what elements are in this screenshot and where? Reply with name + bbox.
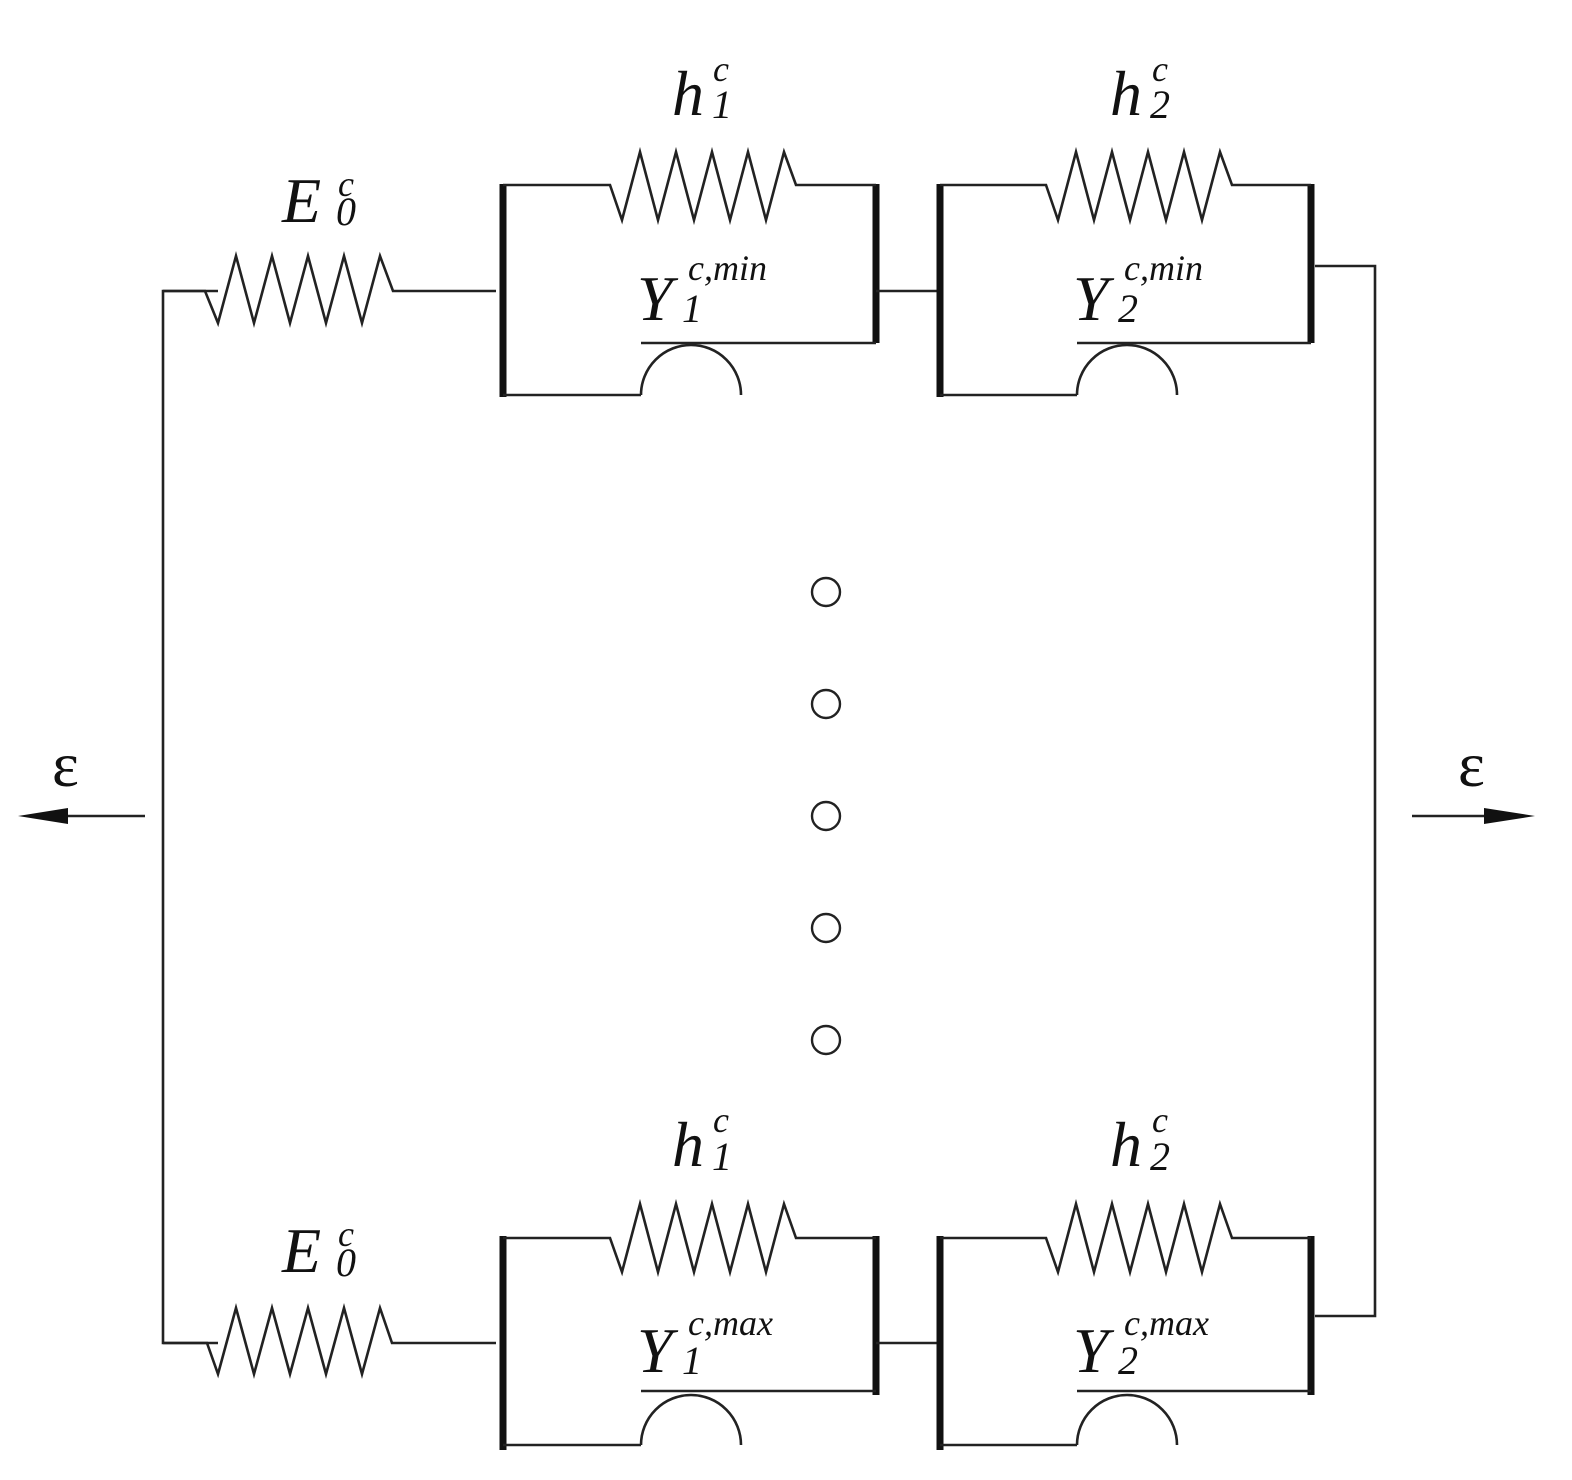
ellipsis-dot xyxy=(810,1024,842,1056)
bottom-branch xyxy=(163,1198,1315,1450)
top-h1-label: h c 1 xyxy=(672,49,732,129)
top-e0-spring xyxy=(163,250,496,329)
left-strain-arrow: ε xyxy=(18,729,145,824)
top-y1-sub: 1 xyxy=(682,286,702,331)
bot-h1-main: h xyxy=(672,1109,704,1180)
bot-h2-main: h xyxy=(1110,1109,1142,1180)
top-h2-main: h xyxy=(1110,58,1142,129)
top-h2-sub: 2 xyxy=(1150,82,1170,127)
bot-h2-sub: 2 xyxy=(1150,1134,1170,1179)
top-y1-label: Y c,min 1 xyxy=(637,248,767,334)
bot-y1-label: Y c,max 1 xyxy=(637,1303,773,1386)
bot-y1-sup: c,max xyxy=(688,1303,773,1343)
top-e0-sup: c xyxy=(338,164,354,204)
left-arrow-head xyxy=(18,808,68,824)
top-e0-sub: 0 xyxy=(336,189,356,234)
top-e0-label: E c 0 xyxy=(281,164,356,236)
bot-el1-slider xyxy=(639,1393,743,1446)
top-element-1 xyxy=(499,146,880,397)
top-element-2 xyxy=(936,146,1315,397)
top-h2-spring xyxy=(940,146,1311,226)
top-y1-sup: c,min xyxy=(688,248,767,288)
bot-y2-main: Y xyxy=(1073,1315,1115,1386)
left-epsilon-label: ε xyxy=(52,729,79,800)
right-arrow-head xyxy=(1484,808,1535,824)
right-strain-arrow: ε xyxy=(1412,729,1535,824)
right-epsilon-label: ε xyxy=(1458,729,1485,800)
top-el2-slider xyxy=(1075,343,1179,396)
bot-y2-label: Y c,max 2 xyxy=(1073,1303,1209,1386)
ellipsis-dots xyxy=(810,576,842,1056)
top-y1-main: Y xyxy=(637,263,679,334)
ellipsis-dot xyxy=(810,912,842,944)
ellipsis-dot xyxy=(810,688,842,720)
bot-e0-sub: 0 xyxy=(336,1240,356,1285)
bot-h1-spring xyxy=(503,1198,876,1278)
top-y2-sup: c,min xyxy=(1124,248,1203,288)
ellipsis-dot xyxy=(810,576,842,608)
right-frame-wire xyxy=(1315,264,1377,1318)
top-h2-sup: c xyxy=(1152,49,1168,89)
bot-e0-sup: c xyxy=(338,1214,354,1254)
bot-h1-sup: c xyxy=(713,1100,729,1140)
top-h2-label: h c 2 xyxy=(1110,49,1170,129)
top-branch xyxy=(163,146,1315,397)
bot-y1-sub: 1 xyxy=(682,1338,702,1383)
bot-y1-main: Y xyxy=(637,1315,679,1386)
bot-h2-sup: c xyxy=(1152,1100,1168,1140)
left-frame-wire xyxy=(161,289,218,1345)
top-h1-sup: c xyxy=(713,49,729,89)
bot-h1-sub: 1 xyxy=(712,1134,732,1179)
top-y2-label: Y c,min 2 xyxy=(1073,248,1203,334)
bot-y2-sup: c,max xyxy=(1124,1303,1209,1343)
top-y2-main: Y xyxy=(1073,263,1115,334)
bot-h2-spring xyxy=(940,1198,1311,1278)
ellipsis-dot xyxy=(810,800,842,832)
top-y2-sub: 2 xyxy=(1118,286,1138,331)
bot-h2-label: h c 2 xyxy=(1110,1100,1170,1180)
bot-e0-label: E c 0 xyxy=(281,1214,356,1286)
bot-h1-label: h c 1 xyxy=(672,1100,732,1180)
top-h1-sub: 1 xyxy=(712,82,732,127)
top-h1-main: h xyxy=(672,58,704,129)
bottom-element-2 xyxy=(936,1198,1315,1450)
top-el1-slider xyxy=(639,343,743,396)
top-e0-main: E xyxy=(281,165,321,236)
bot-e0-main: E xyxy=(281,1215,321,1286)
bot-el2-slider xyxy=(1075,1393,1179,1446)
bot-y2-sub: 2 xyxy=(1118,1338,1138,1383)
bottom-element-1 xyxy=(499,1198,880,1450)
bot-e0-spring xyxy=(163,1303,496,1379)
top-h1-spring xyxy=(503,146,876,226)
